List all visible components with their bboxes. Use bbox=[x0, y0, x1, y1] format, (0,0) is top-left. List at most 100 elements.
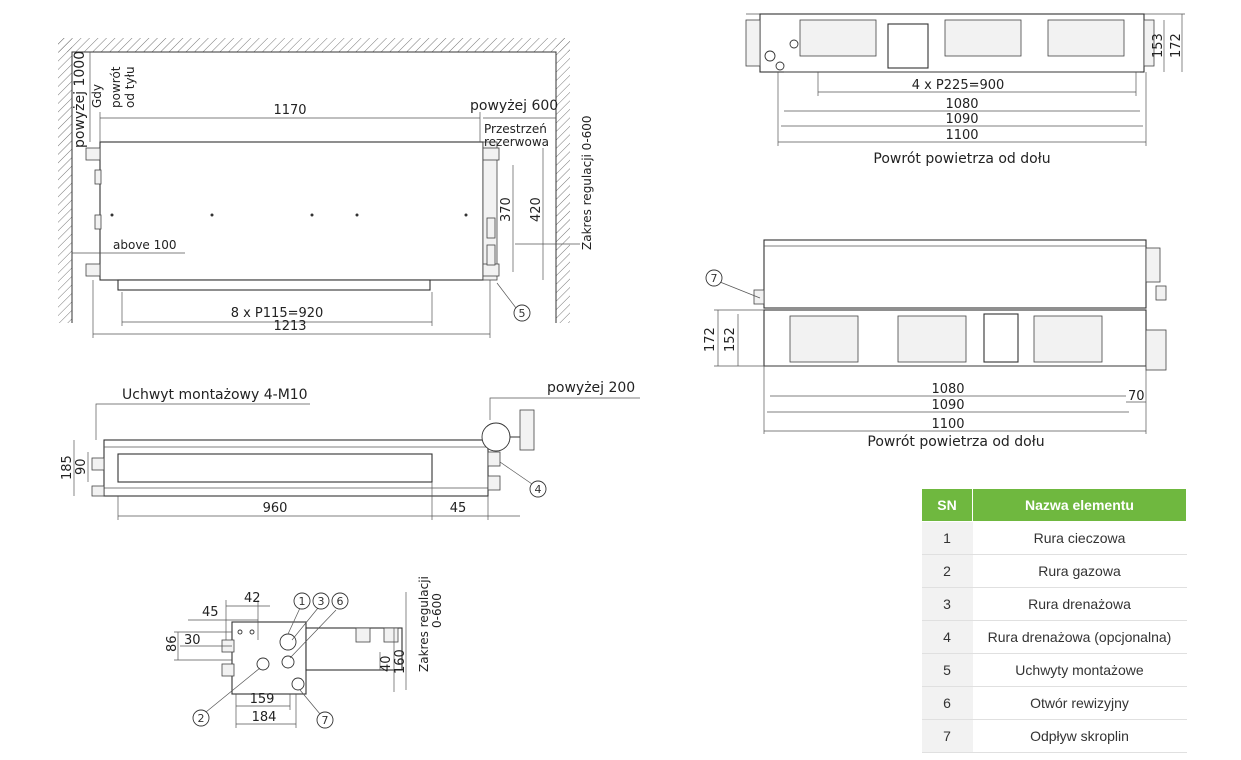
end-label-zakres: Zakres regulacji bbox=[417, 576, 431, 672]
label-gdy: Gdy bbox=[90, 84, 104, 108]
side-tab-left bbox=[91, 457, 105, 471]
tr-dim-153: 153 bbox=[1151, 33, 1166, 58]
end-view: 45 42 1 3 6 Zakres regulacji 0-600 40 16… bbox=[165, 576, 444, 729]
label-przestrzen: Przestrzeń bbox=[484, 122, 547, 136]
end-pipe-1 bbox=[279, 633, 297, 651]
callout-4 bbox=[529, 480, 547, 498]
top-right-view: 153 172 4 x P225=900 1080 1090 1100 Powr… bbox=[745, 13, 1185, 167]
end-dim-159: 159 bbox=[250, 692, 275, 707]
tr-dim-172: 172 bbox=[1169, 33, 1184, 58]
dim-90: 90 bbox=[74, 458, 89, 475]
mr-fan-1 bbox=[789, 315, 859, 363]
side-tab-2 bbox=[94, 214, 102, 230]
end-hanger-1 bbox=[355, 627, 371, 643]
label-zakres-regulacji: Zakres regulacji 0-600 bbox=[580, 115, 594, 250]
tr-box bbox=[887, 23, 929, 69]
label-powrot: powrót bbox=[109, 66, 123, 108]
side-pipe-2 bbox=[487, 475, 501, 491]
tr-dim-1080: 1080 bbox=[945, 97, 978, 112]
callout-5 bbox=[513, 304, 531, 322]
right-wall-hatch bbox=[556, 38, 570, 323]
hanger-left-top bbox=[85, 147, 101, 161]
label-above-100: above 100 bbox=[113, 238, 177, 252]
callout-6 bbox=[331, 592, 349, 610]
mr-dim-1100: 1100 bbox=[931, 417, 964, 432]
tr-dim-pitch: 4 x P225=900 bbox=[912, 78, 1005, 93]
tr-fan-1 bbox=[799, 19, 877, 57]
side-tab-left-2 bbox=[91, 485, 105, 497]
end-dim-86: 86 bbox=[165, 635, 180, 652]
dim-420: 420 bbox=[529, 197, 544, 222]
tr-tab-right bbox=[1143, 19, 1155, 67]
end-dim-30: 30 bbox=[184, 633, 201, 648]
tr-tab-left bbox=[745, 19, 761, 67]
end-callout-7 bbox=[316, 711, 334, 729]
callout-2 bbox=[192, 709, 210, 727]
tr-dim-1090: 1090 bbox=[945, 112, 978, 127]
mr-body-top bbox=[763, 239, 1147, 309]
middle-right-view: 7 172 152 1080 1090 1100 70 Powrót powie… bbox=[703, 239, 1167, 450]
hanger-right-top bbox=[482, 147, 500, 161]
svg-text:3: 3 bbox=[318, 595, 325, 608]
end-dim-160: 160 bbox=[393, 649, 408, 674]
dim-185: 185 bbox=[60, 455, 75, 480]
end-pipe-6 bbox=[281, 655, 295, 669]
callout-3 bbox=[312, 592, 330, 610]
dim-960: 960 bbox=[263, 501, 288, 516]
drain-riser bbox=[519, 409, 535, 451]
svg-text:4: 4 bbox=[535, 483, 542, 496]
mr-callout-7 bbox=[705, 269, 723, 287]
room-outline bbox=[71, 51, 557, 323]
side-tab-1 bbox=[94, 169, 102, 185]
label-above-600: powyżej 600 bbox=[470, 98, 558, 114]
header-name: Nazwa elementu bbox=[972, 488, 1187, 522]
dim-370: 370 bbox=[499, 197, 514, 222]
tr-caption: Powrót powietrza od dołu bbox=[873, 151, 1050, 167]
mr-dim-152: 152 bbox=[723, 327, 738, 352]
hanger-right-bottom bbox=[482, 263, 500, 277]
mr-tab-left bbox=[753, 289, 765, 305]
pipe-stub-1 bbox=[486, 217, 496, 239]
label-above-200: powyżej 200 bbox=[547, 380, 635, 396]
side-view: Uchwyt montażowy 4-M10 powyżej 200 185 9… bbox=[60, 380, 640, 520]
mr-dim-70: 70 bbox=[1128, 389, 1145, 404]
callout-1 bbox=[293, 592, 311, 610]
ceiling-wall-hatch bbox=[58, 38, 570, 52]
mr-right-bracket bbox=[1145, 329, 1167, 371]
end-dim-42: 42 bbox=[244, 591, 261, 606]
drain-circle bbox=[481, 422, 511, 452]
label-od-tylu: od tyłu bbox=[123, 66, 137, 108]
svg-text:7: 7 bbox=[322, 714, 329, 727]
end-dim-45: 45 bbox=[202, 605, 219, 620]
mr-fan-3 bbox=[1033, 315, 1103, 363]
end-dim-40: 40 bbox=[379, 655, 394, 672]
top-left-plan-view: 1170 powyżej 1000 Gdy powrót od tyłu pow… bbox=[58, 38, 594, 338]
label-uchwyt-montazowy: Uchwyt montażowy 4-M10 bbox=[122, 387, 308, 403]
tr-dim-1100: 1100 bbox=[945, 128, 978, 143]
unit-body-top bbox=[99, 141, 484, 281]
mr-dim-1080: 1080 bbox=[931, 382, 964, 397]
side-panel bbox=[117, 453, 433, 483]
dim-pitch-920: 8 x P115=920 bbox=[231, 306, 324, 321]
label-above-1000: powyżej 1000 bbox=[72, 51, 88, 148]
side-pipe-1 bbox=[487, 451, 501, 467]
dim-45: 45 bbox=[450, 501, 467, 516]
mr-box bbox=[983, 313, 1019, 363]
mr-fan-2 bbox=[897, 315, 967, 363]
tr-fan-3 bbox=[1047, 19, 1125, 57]
mr-dim-172: 172 bbox=[703, 327, 718, 352]
tr-fan-2 bbox=[944, 19, 1022, 57]
end-tab-2 bbox=[221, 663, 235, 677]
mr-caption: Powrót powietrza od dołu bbox=[867, 434, 1044, 450]
svg-text:6: 6 bbox=[337, 595, 344, 608]
left-wall-hatch bbox=[58, 38, 72, 323]
dim-1213: 1213 bbox=[273, 319, 306, 334]
mr-pipe-2 bbox=[1155, 285, 1167, 301]
